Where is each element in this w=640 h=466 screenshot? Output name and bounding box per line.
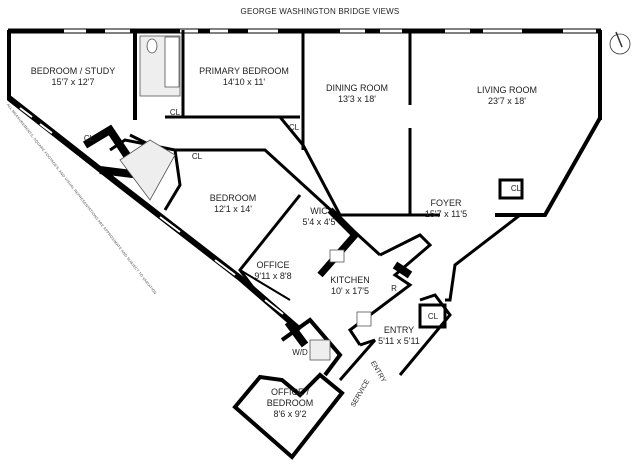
room-size: 15'7 x 12'7 [51,77,95,87]
room-size: 12'1 x 14' [214,204,252,214]
bathroom-2-tile [119,139,176,201]
toilet [146,38,158,54]
bathtub [164,36,180,88]
room-name: LIVING ROOM [476,85,538,95]
room-size: 14'10 x 11' [222,77,266,87]
room-size: 8'6 x 9'2 [273,409,307,419]
refrigerator-label: R [391,284,397,293]
room-name: ENTRY [383,325,415,335]
room-name: PRIMARY BEDROOM [199,66,289,76]
room-name: BEDROOM / STUDY [30,66,116,76]
closet-label: CL [83,134,95,143]
room-size: 23'7 x 18' [488,96,526,106]
fixtures [119,35,372,361]
exterior-wall-diagonal [7,95,302,333]
closet-foyer [498,178,524,200]
compass-icon [609,31,631,55]
walls [7,28,602,460]
room-size: 13'3 x 18' [338,94,376,104]
room-name: FOYER [430,198,462,208]
sink [329,249,345,263]
room-name: WIC [310,206,328,216]
room-size: 15'7 x 11'5 [424,209,468,219]
closet-label: CL [191,152,203,161]
closet-label: CL [288,123,300,132]
room-size: 10' x 17'5 [331,286,369,296]
closet-label: CL [510,184,522,193]
closet-label: CL [427,312,439,321]
room-name: DINING ROOM [326,83,388,93]
room-name: BEDROOM [209,193,257,203]
room-name: OFFICE [256,260,290,270]
room-name: OFFICE / [270,387,309,397]
windows-diagonal [19,107,284,315]
washer-dryer-label: W/D [292,348,308,357]
stove [356,311,372,327]
plan-title: GEORGE WASHINGTON BRIDGE VIEWS [240,7,400,16]
closet-entry [418,303,447,329]
laundry-tile [309,339,331,361]
wall-block [82,124,149,181]
closet-label: CL [169,108,181,117]
room-size: 9'11 x 8'8 [254,271,292,281]
room-size: 5'4 x 4'5 [302,217,336,227]
room-name: KITCHEN [330,275,370,285]
room-size: 5'11 x 5'11 [378,336,420,346]
room-name-2: BEDROOM [266,398,314,408]
